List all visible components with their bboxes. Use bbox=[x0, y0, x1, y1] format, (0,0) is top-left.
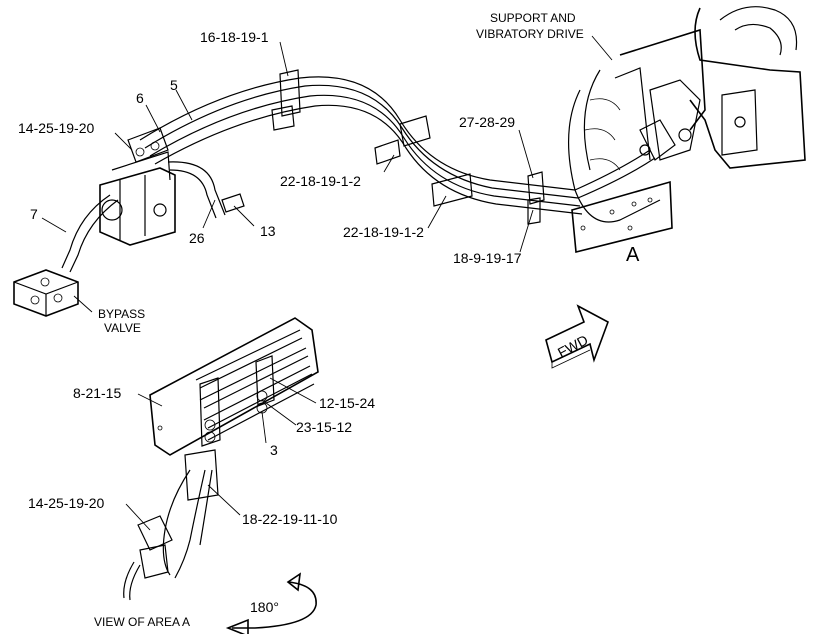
label-27-28-29: 27-28-29 bbox=[459, 114, 515, 130]
support-and-vibratory-drive bbox=[567, 6, 806, 223]
label-5: 5 bbox=[170, 77, 178, 93]
label-16-18-19-1: 16-18-19-1 bbox=[200, 29, 269, 45]
label-14-25-19-20-bottom: 14-25-19-20 bbox=[28, 495, 104, 511]
labels: SUPPORT AND VIBRATORY DRIVE 16-18-19-1 5… bbox=[18, 11, 640, 629]
label-area-a: A bbox=[626, 244, 640, 266]
forward-arrow bbox=[545, 304, 609, 369]
label-26: 26 bbox=[189, 230, 205, 246]
label-rotation: 180° bbox=[250, 599, 279, 615]
label-support-line1: SUPPORT AND bbox=[490, 11, 576, 25]
label-18-9-19-17: 18-9-19-17 bbox=[453, 250, 522, 266]
label-23-15-12: 23-15-12 bbox=[296, 419, 352, 435]
label-18-22-19-11-10: 18-22-19-11-10 bbox=[242, 511, 338, 527]
leader-lines bbox=[41, 35, 613, 531]
label-13: 13 bbox=[260, 223, 276, 239]
label-8-21-15: 8-21-15 bbox=[73, 385, 121, 401]
label-bypass-line2: VALVE bbox=[104, 321, 141, 335]
hose-7 bbox=[61, 194, 119, 273]
motor-assembly bbox=[99, 127, 176, 246]
label-12-15-24: 12-15-24 bbox=[319, 395, 375, 411]
rotation-arrow bbox=[225, 572, 317, 634]
label-bypass-line1: BYPASS bbox=[98, 307, 145, 321]
lower-hose-assembly bbox=[123, 449, 219, 601]
label-7: 7 bbox=[30, 206, 38, 222]
label-fwd: FWD bbox=[555, 332, 591, 361]
label-14-25-19-20-top: 14-25-19-20 bbox=[18, 120, 94, 136]
label-3: 3 bbox=[270, 442, 278, 458]
bypass-valve bbox=[13, 269, 79, 317]
hose-26 bbox=[167, 161, 245, 219]
view-area-a-plate bbox=[149, 317, 319, 456]
label-view-caption: VIEW OF AREA A bbox=[94, 615, 190, 629]
label-22-18-19-1-2-upper: 22-18-19-1-2 bbox=[280, 173, 361, 189]
label-6: 6 bbox=[136, 90, 144, 106]
hose-bundle-top bbox=[139, 69, 656, 225]
label-22-18-19-1-2-lower: 22-18-19-1-2 bbox=[343, 224, 424, 240]
label-support-line2: VIBRATORY DRIVE bbox=[476, 27, 584, 41]
mounting-plate bbox=[571, 180, 673, 254]
